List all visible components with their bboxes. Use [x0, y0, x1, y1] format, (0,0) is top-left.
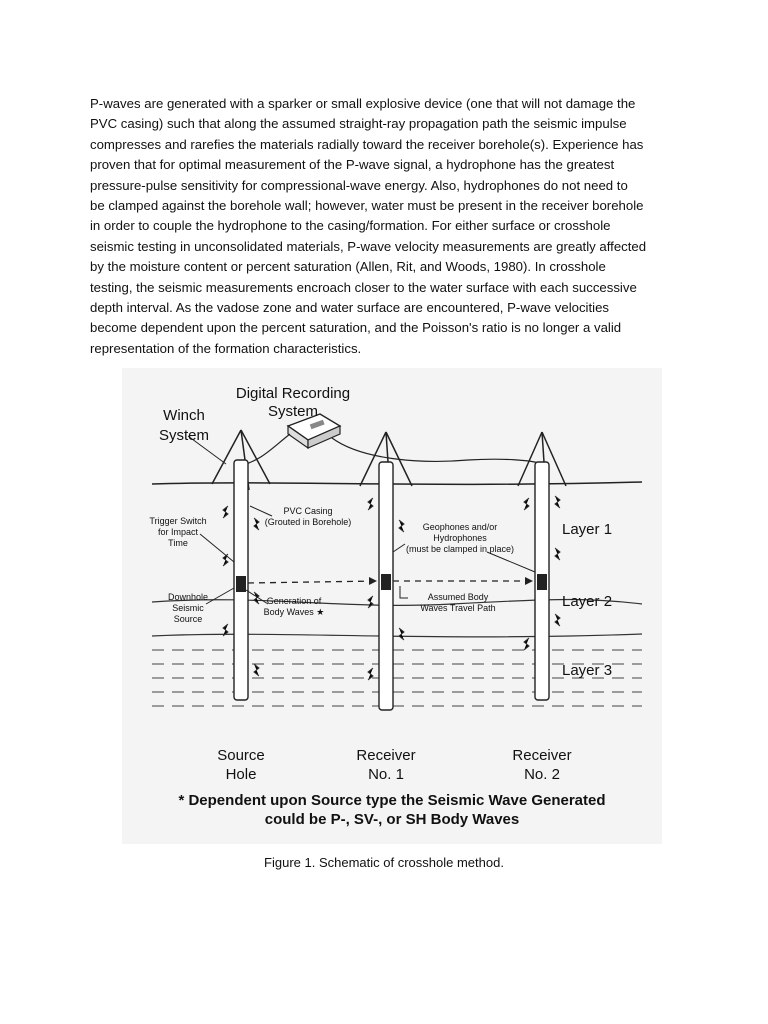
- cable-receivers: [331, 437, 543, 465]
- source-hole-label-line1: Source: [217, 747, 265, 764]
- recorder-label-line1: Digital Recording: [236, 385, 350, 402]
- grout-marks: [222, 495, 561, 681]
- receiver2-device: [537, 574, 547, 590]
- crosshole-figure: Digital Recording System Winch System PV…: [122, 368, 662, 844]
- arrowhead-2: [525, 577, 533, 585]
- footnote-line1: * Dependent upon Source type the Seismic…: [178, 792, 605, 809]
- arrowhead-1: [369, 577, 377, 585]
- downhole-label-line1: Downhole: [168, 592, 208, 602]
- downhole-source-device: [236, 576, 246, 592]
- recording-device-icon: [286, 413, 342, 450]
- generation-label-line2: Body Waves ★: [264, 607, 325, 617]
- recorder-label-line2: System: [268, 403, 318, 420]
- generation-label-line1: Generation of: [267, 596, 322, 606]
- geophone-label-line3: (must be clamped in place): [406, 544, 514, 554]
- receiver1-label-line1: Receiver: [356, 747, 415, 764]
- receiver1-device: [381, 574, 391, 590]
- source-hole-label-line2: Hole: [226, 766, 257, 783]
- receiver1-label-line2: No. 1: [368, 766, 404, 783]
- assumed-label-line2: Waves Travel Path: [420, 603, 495, 613]
- geophone-label-line2: Hydrophones: [433, 533, 487, 543]
- leader-lines: [187, 435, 536, 605]
- downhole-label-line2: Seismic: [172, 603, 204, 613]
- trigger-label-line3: Time: [168, 538, 188, 548]
- receiver2-label-line1: Receiver: [512, 747, 571, 764]
- layer1-label: Layer 1: [562, 521, 612, 538]
- winch-label-line1: Winch: [163, 407, 205, 424]
- figure-caption: Figure 1. Schematic of crosshole method.: [264, 855, 504, 870]
- pvc-label-line1: PVC Casing: [283, 506, 332, 516]
- footnote-line2: could be P-, SV-, or SH Body Waves: [265, 811, 520, 828]
- geophone-label-line1: Geophones and/or: [423, 522, 498, 532]
- trigger-label-line1: Trigger Switch: [149, 516, 206, 526]
- downhole-label-line3: Source: [174, 614, 203, 624]
- winch-label-line2: System: [159, 427, 209, 444]
- crosshole-schematic: Digital Recording System Winch System PV…: [122, 368, 662, 844]
- ground-surface: [151, 481, 643, 486]
- trigger-label-line2: for Impact: [158, 527, 199, 537]
- layer-boundary-2: [151, 633, 643, 638]
- layer2-label: Layer 2: [562, 593, 612, 610]
- layer3-label: Layer 3: [562, 662, 612, 679]
- pvc-label-line2: (Grouted in Borehole): [265, 517, 352, 527]
- body-paragraph: P-waves are generated with a sparker or …: [90, 96, 647, 356]
- receiver2-label-line2: No. 2: [524, 766, 560, 783]
- assumed-label-line1: Assumed Body: [428, 592, 489, 602]
